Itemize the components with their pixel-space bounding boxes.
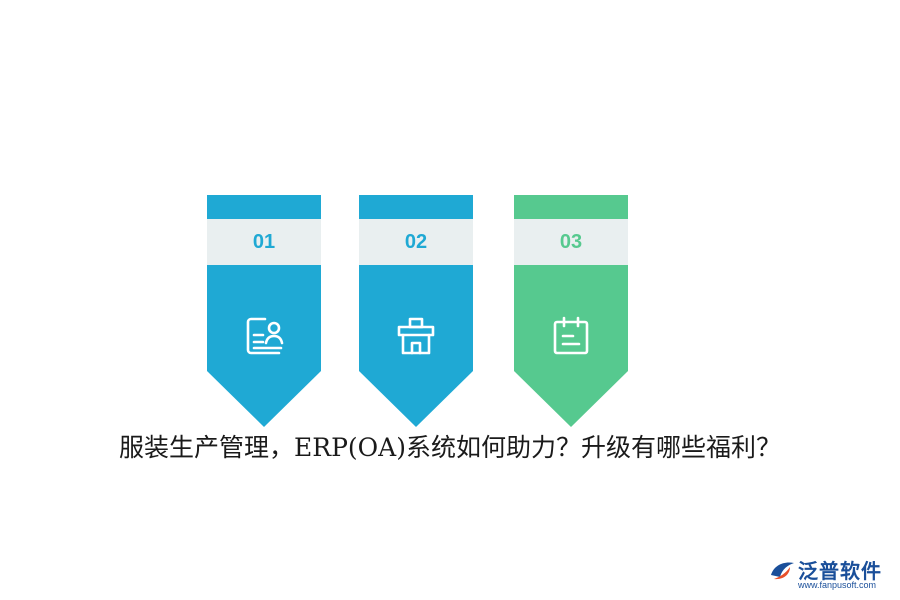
card-arrow-body: [207, 265, 321, 427]
brand-name: 泛普软件: [798, 559, 882, 583]
card-number: 01: [207, 219, 321, 265]
calendar-icon: [553, 316, 589, 355]
card-top-bar: [359, 195, 473, 219]
card-top-bar: [207, 195, 321, 219]
card-number: 03: [514, 219, 628, 265]
id-card-icon: [246, 317, 284, 355]
card-arrow-body: [514, 265, 628, 427]
fanpu-logo-icon: [771, 562, 794, 580]
brand-logo: 泛普软件 www.fanpusoft.com: [768, 553, 894, 593]
card-arrow-body: [359, 265, 473, 427]
gift-box-icon: [397, 317, 435, 355]
card-number: 02: [359, 219, 473, 265]
card-top-bar: [514, 195, 628, 219]
step-card-03: 03: [514, 195, 628, 427]
step-card-02: 02: [359, 195, 473, 427]
step-card-01: 01: [207, 195, 321, 427]
brand-url: www.fanpusoft.com: [798, 580, 877, 590]
page-title: 服装生产管理，ERP(OA)系统如何助力？升级有哪些福利？: [119, 433, 781, 462]
